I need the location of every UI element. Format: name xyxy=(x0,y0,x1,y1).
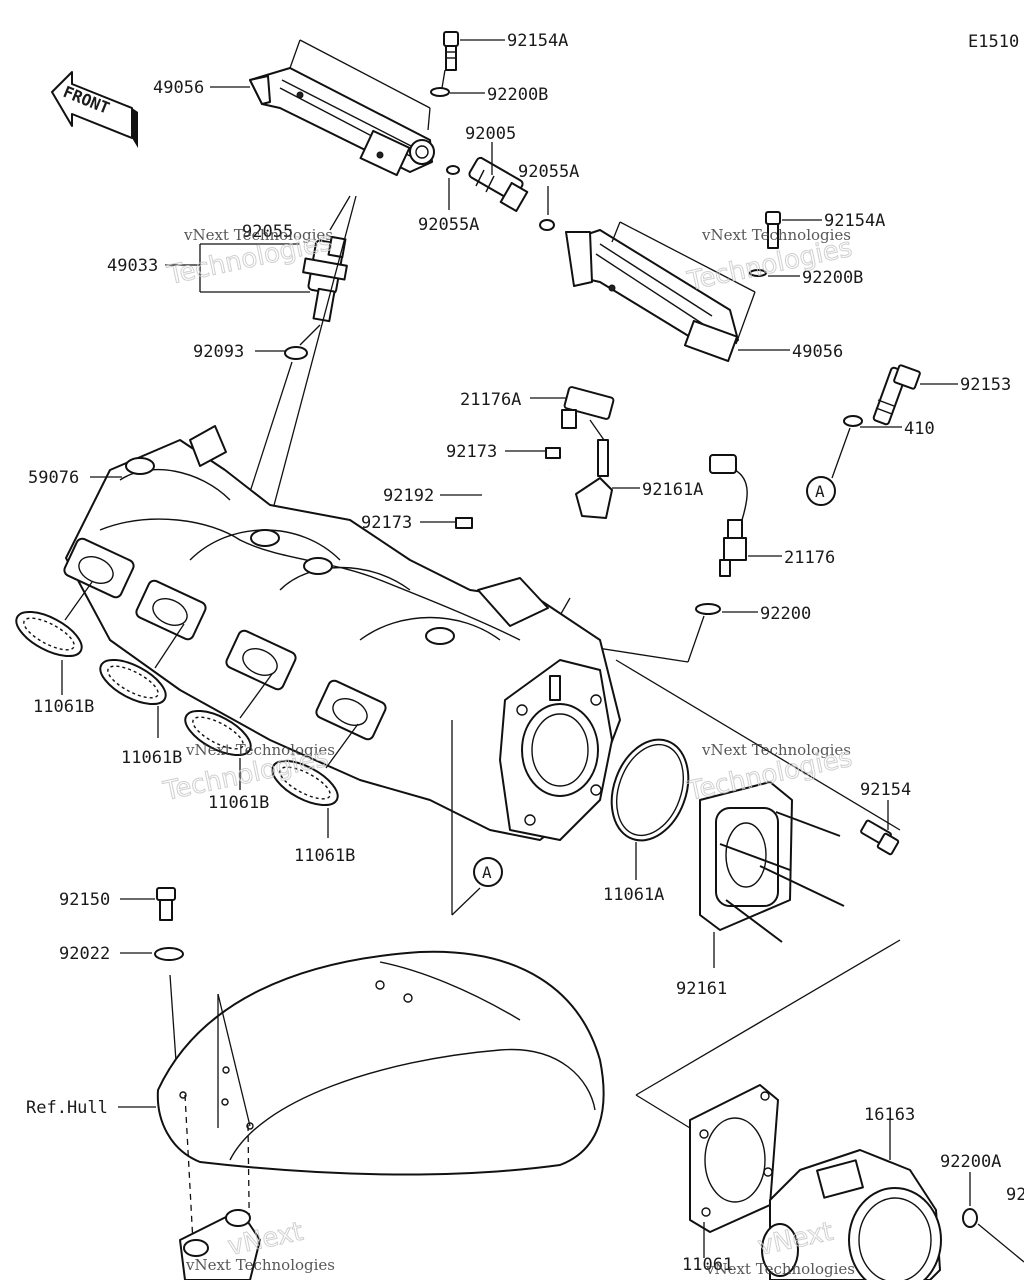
label-92022: 92022 xyxy=(59,944,110,964)
label-11061A: 11061A xyxy=(603,885,664,905)
gasket-11061B-1 xyxy=(15,610,83,658)
label-410: 410 xyxy=(904,419,935,439)
svg-text:vNext Technologies: vNext Technologies xyxy=(185,741,335,759)
washer-410 xyxy=(843,415,863,427)
label-11061B-4: 11061B xyxy=(294,846,355,866)
label-92173-b: 92173 xyxy=(361,513,412,533)
label-49056-right: 49056 xyxy=(792,342,843,362)
label-92192: 92192 xyxy=(383,486,434,506)
adapter-92161 xyxy=(699,781,845,943)
label-21176: 21176 xyxy=(784,548,835,568)
label-92161: 92161 xyxy=(676,979,727,999)
bolt-92154 xyxy=(860,819,900,856)
gasket-11061B-4 xyxy=(271,759,339,807)
svg-text:vNext Technologies: vNext Technologies xyxy=(701,226,851,244)
diagram-code: E1510 xyxy=(968,32,1019,52)
gasket-11061 xyxy=(689,1084,779,1233)
label-11061B-2: 11061B xyxy=(121,748,182,768)
front-arrow-icon: FRONT xyxy=(51,71,138,148)
sensor-21176 xyxy=(709,454,748,577)
label-92055A-left: 92055A xyxy=(418,215,479,235)
label-92093: 92093 xyxy=(193,342,244,362)
label-49056-top: 49056 xyxy=(153,78,204,98)
label-92055A-right: 92055A xyxy=(518,162,579,182)
label-11061B-1: 11061B xyxy=(33,697,94,717)
bolt-92154A-right xyxy=(765,211,781,249)
svg-text:A: A xyxy=(815,482,825,501)
intake-manifold-59076 xyxy=(63,425,621,841)
washer-92200B-right xyxy=(749,269,767,277)
label-92154A-right: 92154A xyxy=(824,211,885,231)
bolt-92150 xyxy=(156,887,176,921)
label-16163: 16163 xyxy=(864,1105,915,1125)
gasket-11061B-2 xyxy=(99,658,167,706)
label-92154A-top: 92154A xyxy=(507,31,568,51)
bolt-92153 xyxy=(872,364,921,426)
label-92200: 92200 xyxy=(760,604,811,624)
fitting-92161A xyxy=(575,439,613,519)
label-92-cut: 92 xyxy=(1006,1185,1024,1205)
connector-92005 xyxy=(468,156,529,213)
seal-92093 xyxy=(284,346,308,360)
label-ref-hull: Ref.Hull xyxy=(26,1098,108,1118)
label-49033: 49033 xyxy=(107,256,158,276)
svg-text:A: A xyxy=(482,863,492,882)
washer-92200B-top xyxy=(430,87,450,97)
label-92173-a: 92173 xyxy=(446,442,497,462)
clamp-92173-b xyxy=(455,517,473,529)
label-21176A: 21176A xyxy=(460,390,521,410)
svg-text:vNext Technologies: vNext Technologies xyxy=(701,741,851,759)
fuel-rail-top xyxy=(249,67,435,177)
oring-11061A xyxy=(610,738,690,842)
gasket-11061B-3 xyxy=(184,709,252,757)
fuel-rail-right xyxy=(565,229,739,363)
label-92200B-right: 92200B xyxy=(802,268,863,288)
oring-92055A-left xyxy=(446,165,460,175)
label-92154: 92154 xyxy=(860,780,911,800)
label-92161A: 92161A xyxy=(642,480,703,500)
callout-A-lower xyxy=(473,857,503,887)
svg-text:vNext Technologies: vNext Technologies xyxy=(185,1256,335,1274)
label-92005: 92005 xyxy=(465,124,516,144)
label-92150: 92150 xyxy=(59,890,110,910)
label-92200A: 92200A xyxy=(940,1152,1001,1172)
washer-92022 xyxy=(154,947,184,961)
label-92200B-top: 92200B xyxy=(487,85,548,105)
label-92055: 92055 xyxy=(242,222,293,242)
svg-text:vNext Technologies: vNext Technologies xyxy=(705,1260,855,1278)
label-11061: 11061 xyxy=(682,1255,733,1275)
hull-ref xyxy=(156,950,605,1280)
throttle-body-16163 xyxy=(761,1149,942,1280)
label-11061B-3: 11061B xyxy=(208,793,269,813)
oring-92055A-right xyxy=(539,219,555,231)
svg-text:vNext Technologies: vNext Technologies xyxy=(183,226,333,244)
label-92153: 92153 xyxy=(960,375,1011,395)
clamp-92173-a xyxy=(545,447,561,459)
bolt-92154A-top xyxy=(443,31,459,71)
washer-92200A xyxy=(962,1208,978,1228)
callout-A-upper xyxy=(806,476,836,506)
sensor-21176A xyxy=(561,386,615,429)
washer-92200 xyxy=(695,603,721,615)
label-59076: 59076 xyxy=(28,468,79,488)
